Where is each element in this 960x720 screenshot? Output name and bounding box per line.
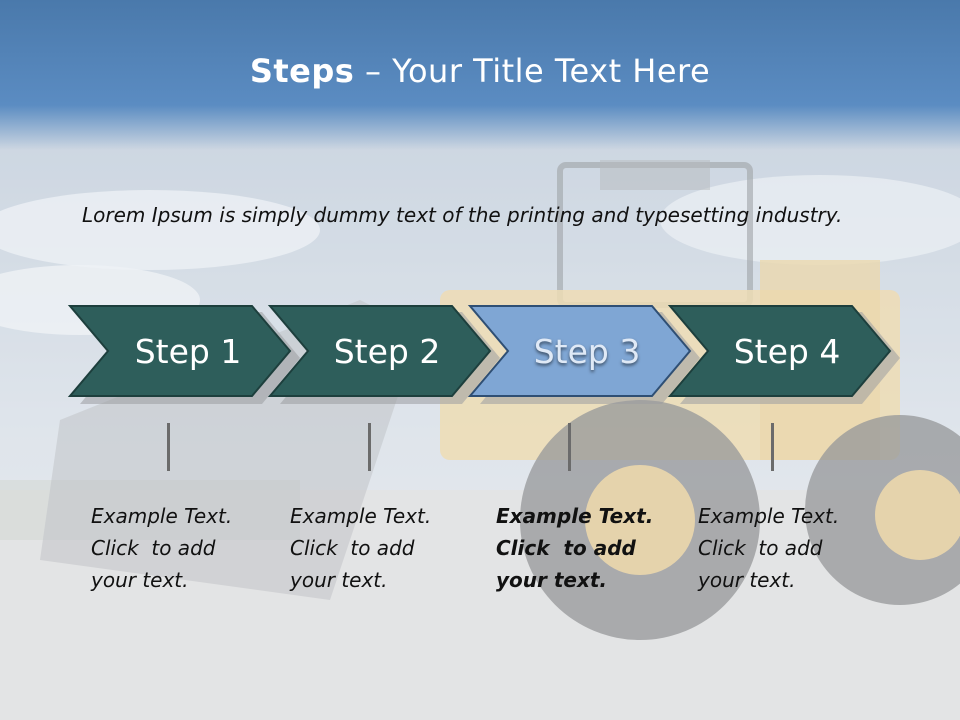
title-rest: – Your Title Text Here [354,52,711,90]
step-4-connector [771,423,774,471]
step-1-text-line: Click to add [91,536,216,560]
step-2-connector [368,423,371,471]
title-band [0,0,960,150]
step-4-text[interactable]: Example Text. Click to add your text. [698,500,868,596]
page-title: Steps – Your Title Text Here [0,52,960,90]
step-1-text-line: your text. [91,568,189,592]
step-3-text-line: your text. [496,568,608,592]
step-3-label[interactable]: Step 3 [533,332,641,371]
step-2-text[interactable]: Example Text. Click to add your text. [290,500,460,596]
step-2-chevron[interactable] [267,305,492,397]
step-2-label[interactable]: Step 2 [333,332,441,371]
step-2-text-line: Click to add [290,536,415,560]
step-1-connector [167,423,170,471]
step-2-text-line: your text. [290,568,388,592]
step-4-text-line: Click to add [698,536,823,560]
step-3-text[interactable]: Example Text. Click to add your text. [496,500,666,596]
step-1-label[interactable]: Step 1 [134,332,242,371]
step-4-chevron[interactable] [667,305,892,397]
step-4-label[interactable]: Step 4 [733,332,841,371]
step-1-text-line: Example Text. [91,504,233,528]
step-4-text-line: your text. [698,568,796,592]
step-1-text[interactable]: Example Text. Click to add your text. [91,500,261,596]
step-2-text-line: Example Text. [290,504,432,528]
title-bold: Steps [249,52,355,90]
step-1-chevron[interactable] [67,305,292,397]
step-3-text-line: Example Text. [496,504,654,528]
step-3-text-line: Click to add [496,536,636,560]
step-4-text-line: Example Text. [698,504,840,528]
step-3-chevron[interactable] [467,305,692,397]
step-3-connector [568,423,571,471]
intro-text: Lorem Ipsum is simply dummy text of the … [82,203,843,227]
